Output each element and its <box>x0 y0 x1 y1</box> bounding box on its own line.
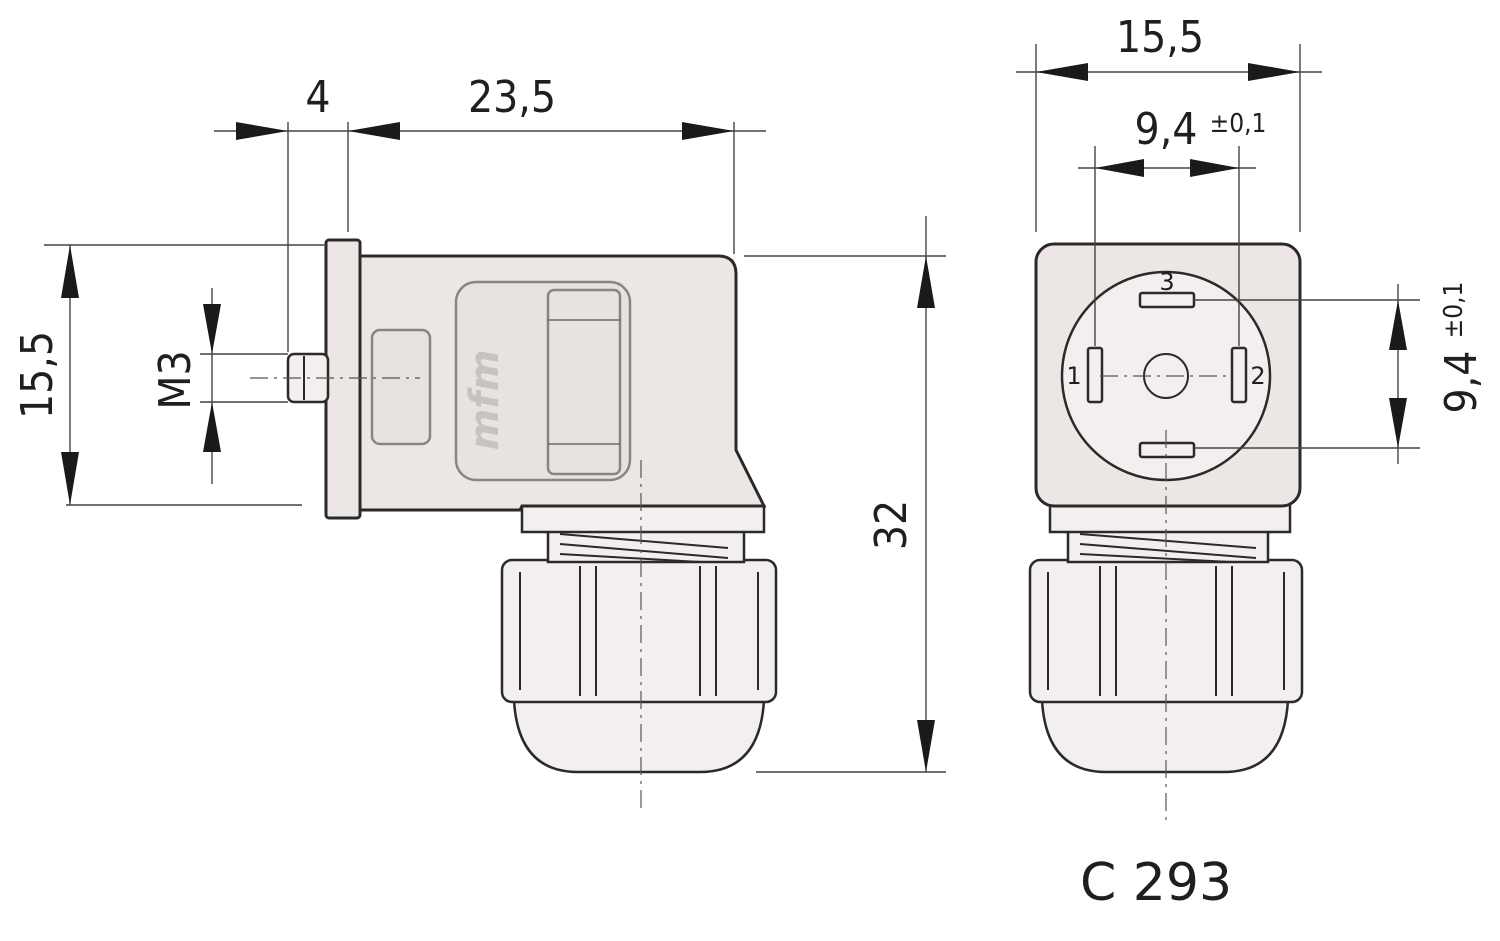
dim-side-32: 32 <box>866 500 917 550</box>
side-logo: mfm <box>462 350 508 451</box>
dim-side-4: 4 <box>305 72 330 123</box>
side-label-recess <box>370 328 432 446</box>
front-gland-dome <box>1040 698 1290 774</box>
dim-side-m3: M3 <box>150 350 201 409</box>
front-pin-1-label: 1 <box>1066 362 1081 390</box>
dim-front-9-4-top: 9,4 <box>1135 104 1198 155</box>
dim-side-23-5: 23,5 <box>468 72 556 123</box>
side-collar <box>520 504 766 534</box>
front-collar <box>1048 502 1292 534</box>
front-contact-2 <box>1230 346 1248 404</box>
side-gland-nut <box>500 558 778 704</box>
dim-side-15-5: 15,5 <box>12 331 63 419</box>
front-view: 1 2 3 15,5 9,4 ±0,1 9,4 ±0,1 <box>1016 12 1487 826</box>
side-window <box>546 288 622 476</box>
front-contact-earth <box>1138 441 1196 459</box>
front-pin-2-label: 2 <box>1250 362 1265 390</box>
dim-front-9-4-top-tolerance: ±0,1 <box>1210 109 1267 139</box>
dim-front-9-4-right: 9,4 <box>1436 351 1487 414</box>
front-pin-3-label: 3 <box>1159 268 1174 296</box>
dim-front-9-4-right-tolerance: ±0,1 <box>1439 282 1469 339</box>
part-code: C 293 <box>1080 853 1232 913</box>
side-view: mfm 4 23,5 15,5 M3 32 <box>12 72 946 808</box>
side-flange <box>324 238 362 520</box>
side-gland-dome <box>512 698 766 774</box>
front-contact-1 <box>1086 346 1104 404</box>
dim-front-15-5: 15,5 <box>1116 12 1204 63</box>
